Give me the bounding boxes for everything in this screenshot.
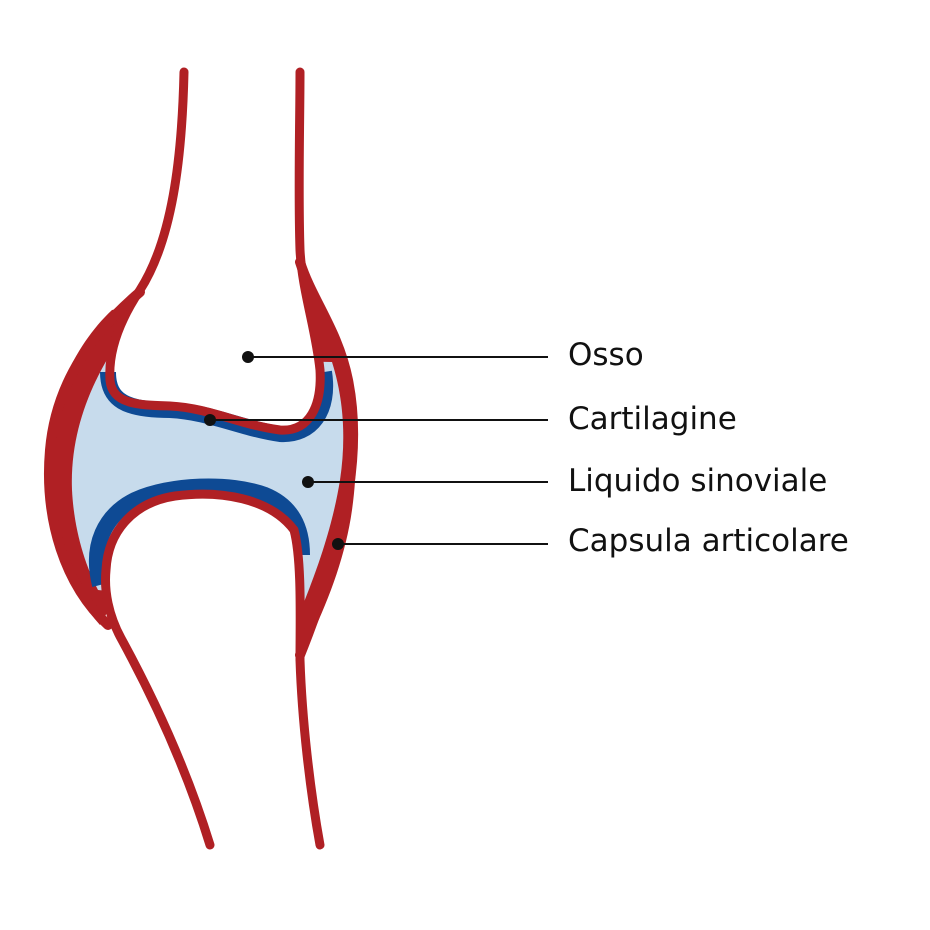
leader-capsula xyxy=(332,538,548,550)
label-capsule: Capsula articolare xyxy=(568,523,849,559)
capsule-outline-right xyxy=(295,257,359,660)
label-bone: Osso xyxy=(568,337,644,373)
lower-cartilage xyxy=(88,478,310,587)
lower-bone-outline xyxy=(101,489,325,850)
upper-bone-outline xyxy=(105,67,325,435)
lower-bone xyxy=(101,489,320,845)
label-cartilage: Cartilagine xyxy=(568,401,737,437)
label-synovial-fluid: Liquido sinoviale xyxy=(568,463,828,499)
upper-bone xyxy=(109,72,321,431)
leader-liquido xyxy=(302,476,548,488)
leader-cartilagine xyxy=(204,414,548,426)
capsule-outline-left xyxy=(44,287,145,630)
leader-osso xyxy=(242,351,548,363)
